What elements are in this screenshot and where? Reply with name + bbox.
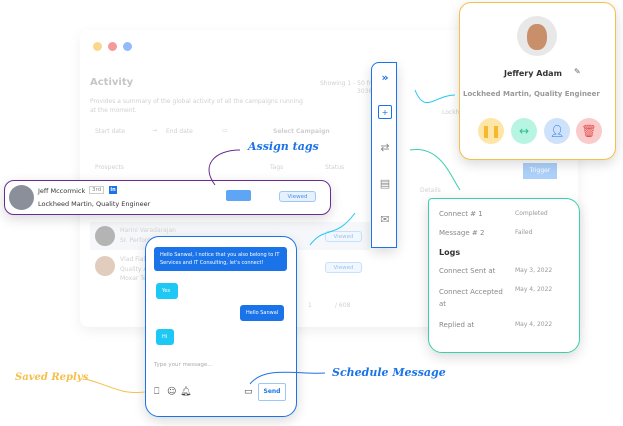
col-tags: Tags — [270, 164, 284, 171]
col-prospects: Prospects — [95, 164, 124, 171]
swap-arrows-icon[interactable]: ↔ — [511, 118, 537, 144]
logs-arrow — [409, 149, 461, 191]
degree-badge: 3rd — [89, 186, 105, 194]
window-dot-red[interactable] — [108, 42, 117, 51]
window-dot-blue[interactable] — [123, 42, 132, 51]
chat-panel: Hello Sanwal, I notice that you also bel… — [145, 236, 297, 417]
avatar — [517, 16, 557, 56]
start-date-input[interactable]: Start date — [95, 128, 126, 135]
message-input[interactable]: Type your message... — [154, 362, 213, 368]
page-input[interactable]: 1 — [308, 302, 312, 309]
pause-icon[interactable]: ❚❚ — [478, 118, 504, 144]
saved-replys-arrow — [84, 378, 146, 394]
expand-icon[interactable]: » — [381, 71, 389, 84]
arrow-icon: → — [152, 127, 158, 134]
chat-message-received: Hi — [156, 329, 174, 345]
schedule-arrow — [249, 371, 326, 385]
edit-icon[interactable]: ✎ — [574, 67, 581, 76]
trigger-button[interactable]: Trigger — [523, 163, 557, 179]
bookmark-icon[interactable]: ⎕ — [154, 387, 160, 397]
logs-title: Logs — [439, 248, 461, 257]
profile-company: Lockheed Martin, Quality Engineer — [463, 90, 600, 98]
prospect-company: Lockheed Martin, Quality Engineer — [38, 200, 151, 208]
send-button[interactable]: Send — [258, 383, 286, 401]
col-status: Status — [325, 164, 345, 171]
details-label: Details — [420, 187, 441, 194]
prospect-card[interactable]: Jeff Mccormick 3rd in Lockheed Martin, Q… — [4, 180, 331, 215]
window-dot-yellow[interactable] — [93, 42, 102, 51]
linkedin-icon[interactable]: in — [109, 186, 117, 194]
chat-message-sent: Hello Sanwal, I notice that you also bel… — [154, 247, 287, 271]
total-count: 3036 — [357, 88, 373, 95]
side-toolbar: » + ⇄ ▤ ✉ — [371, 62, 397, 248]
tags-status-arrow — [309, 212, 356, 246]
end-date-input[interactable]: End date — [166, 128, 193, 135]
chat-message-sent: Hello Sanwal — [240, 305, 285, 321]
delete-icon[interactable]: 🗑︎ — [576, 118, 602, 144]
status-badge: Viewed — [279, 191, 316, 202]
profile-card: Jeffery Adam ✎ Lockheed Martin, Quality … — [459, 2, 616, 160]
message-icon[interactable]: ▤ — [379, 177, 391, 190]
add-contact-icon[interactable]: + — [378, 105, 392, 119]
page-title: Activity — [90, 77, 134, 88]
user-settings-icon[interactable]: 👤︎ — [544, 118, 570, 144]
tag-chip[interactable] — [226, 190, 251, 201]
calendar-icon: ▭ — [222, 127, 228, 134]
mail-icon[interactable]: ✉ — [380, 213, 390, 226]
bell-icon[interactable]: 🔔︎ — [180, 387, 192, 397]
profile-arrow — [414, 89, 456, 103]
schedule-message-annotation: Schedule Message — [332, 366, 446, 379]
select-campaign-dropdown[interactable]: Select Campaign — [273, 128, 330, 135]
chat-message-received: Yes — [156, 283, 178, 299]
assign-tags-annotation: Assign tags — [248, 140, 319, 153]
side-company: Lockheed — [442, 109, 471, 116]
profile-name: Jeffery Adam — [504, 69, 562, 78]
emoji-icon[interactable]: ☺ — [167, 387, 177, 397]
swap-icon[interactable]: ⇄ — [380, 141, 390, 154]
saved-replys-annotation: Saved Replys — [15, 372, 89, 383]
assign-tags-arrow — [208, 149, 241, 186]
page-description: Provides a summary of the global activit… — [90, 98, 303, 114]
calendar-icon[interactable]: ▭ — [244, 387, 253, 397]
prospect-name: Jeff Mccormick — [38, 187, 86, 195]
showing-text: Showing 1 - 50 from — [320, 80, 381, 87]
page-total: / 608 — [335, 302, 351, 309]
avatar — [9, 185, 34, 210]
